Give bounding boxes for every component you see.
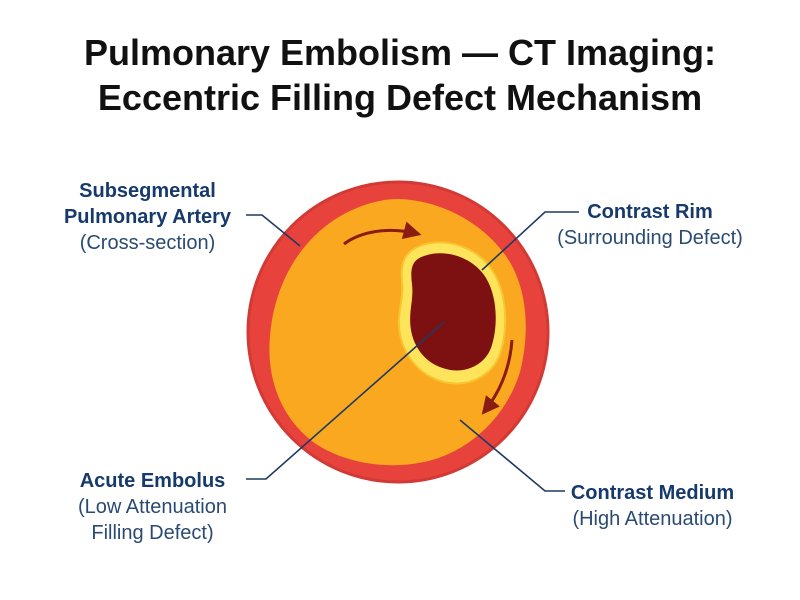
label-artery-line-3: (Cross-section) bbox=[79, 232, 216, 254]
label-pulmonary-artery: Subsegmental Pulmonary Artery (Cross-sec… bbox=[40, 178, 255, 256]
label-acute-embolus: Acute Embolus (Low Attenuation Filling D… bbox=[40, 468, 265, 546]
flow-arrow-top bbox=[343, 221, 422, 246]
diagram-title: Pulmonary Embolism — CT Imaging: Eccentr… bbox=[0, 30, 800, 120]
label-embolus-line-2: (Low Attenuation bbox=[78, 496, 227, 518]
leader-line-embolus bbox=[246, 321, 445, 480]
label-contrast-medium: Contrast Medium (High Attenuation) bbox=[545, 480, 760, 532]
leader-line-medium bbox=[459, 419, 565, 492]
label-rim-line-2: (Surrounding Defect) bbox=[557, 227, 743, 249]
label-embolus-line-3: Filling Defect) bbox=[91, 522, 214, 544]
leader-line-artery bbox=[246, 214, 301, 247]
label-artery-line-2: Pulmonary Artery bbox=[63, 206, 232, 228]
acute-embolus bbox=[410, 253, 496, 371]
label-artery-line-1: Subsegmental bbox=[79, 180, 216, 202]
title-line-2: Eccentric Filling Defect Mechanism bbox=[97, 77, 703, 118]
label-medium-line-2: (High Attenuation) bbox=[572, 508, 733, 530]
flow-arrow-right bbox=[481, 339, 514, 415]
leader-line-rim bbox=[481, 211, 579, 271]
label-medium-line-1: Contrast Medium bbox=[570, 482, 735, 504]
label-contrast-rim: Contrast Rim (Surrounding Defect) bbox=[535, 199, 765, 251]
label-embolus-line-1: Acute Embolus bbox=[79, 470, 226, 492]
title-line-1: Pulmonary Embolism — CT Imaging: bbox=[83, 32, 717, 73]
label-rim-line-1: Contrast Rim bbox=[587, 201, 713, 223]
